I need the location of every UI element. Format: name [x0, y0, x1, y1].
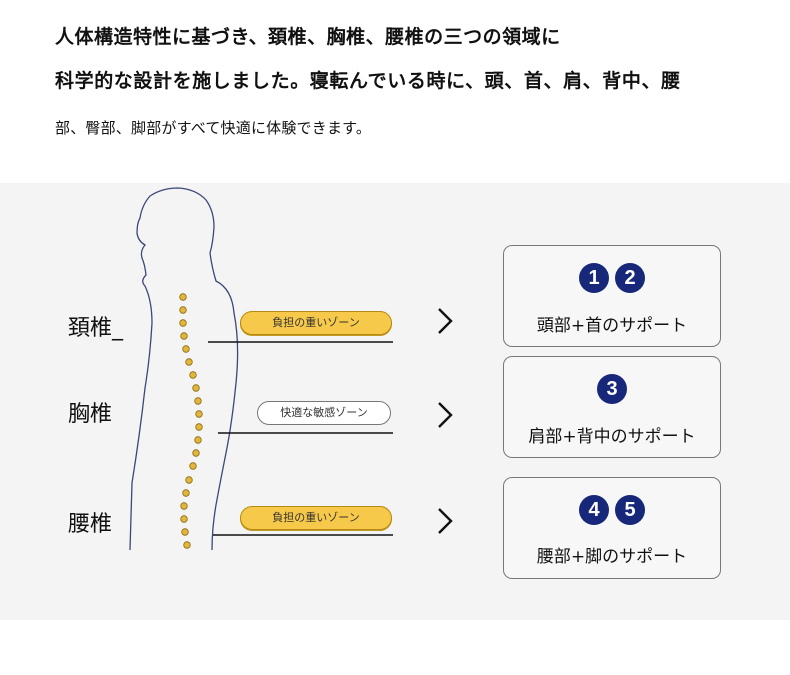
- vertebra: [194, 436, 202, 444]
- vertebra: [189, 462, 197, 470]
- vertebra: [195, 423, 203, 431]
- vertebra: [183, 541, 191, 549]
- vertebra: [189, 371, 197, 379]
- label-cervical: 頚椎_: [68, 316, 124, 341]
- support-card-shoulder-back: 3 肩部+背中のサポート: [503, 356, 721, 458]
- vertebra: [179, 293, 187, 301]
- vertebra: [192, 384, 200, 392]
- number-badge: 5: [615, 495, 645, 525]
- vertebra: [181, 528, 189, 536]
- label-thoracic: 胸椎: [68, 402, 113, 427]
- vertebra: [180, 502, 188, 510]
- zone-pill-heavy-upper: 負担の重いゾーン: [240, 311, 392, 335]
- intro-line-1: 人体構造特性に基づき、頚椎、胸椎、腰椎の三つの領域に: [55, 26, 561, 48]
- card-label: 肩部+背中のサポート: [528, 427, 696, 447]
- vertebra: [195, 410, 203, 418]
- vertebra: [179, 319, 187, 327]
- intro-line-3: 部、臀部、脚部がすべて快適に体験できます。: [55, 119, 372, 137]
- number-badge: 2: [615, 263, 645, 293]
- vertebra: [182, 489, 190, 497]
- intro-line-2: 科学的な設計を施しました。寝転んでいる時に、頭、首、肩、背中、腰: [55, 70, 681, 92]
- zone-pill-comfort: 快適な敏感ゾーン: [257, 401, 391, 425]
- number-badge: 4: [579, 495, 609, 525]
- card-label: 腰部+脚のサポート: [536, 547, 688, 567]
- vertebra: [185, 476, 193, 484]
- zone-pill-heavy-lower: 負担の重いゾーン: [240, 506, 392, 530]
- vertebra: [192, 449, 200, 457]
- vertebra: [194, 397, 202, 405]
- label-lumbar: 腰椎: [68, 512, 113, 537]
- number-badge: 1: [579, 263, 609, 293]
- vertebra: [179, 306, 187, 314]
- number-badge: 3: [597, 374, 627, 404]
- intro-text: 人体構造特性に基づき、頚椎、胸椎、腰椎の三つの領域に 科学的な設計を施しました。…: [0, 0, 790, 180]
- chevron-right-icon: [438, 402, 453, 428]
- number-badges: 3: [504, 374, 720, 404]
- body-outline: [129, 187, 239, 551]
- vertebra: [182, 345, 190, 353]
- vertebra: [180, 515, 188, 523]
- vertebra: [180, 332, 188, 340]
- chevron-right-icon: [438, 308, 453, 334]
- chevron-right-icon: [438, 508, 453, 534]
- card-label: 頭部+首のサポート: [536, 316, 688, 336]
- vertebrae: [179, 293, 203, 549]
- body-silhouette-figure: [129, 187, 393, 551]
- vertebra: [185, 358, 193, 366]
